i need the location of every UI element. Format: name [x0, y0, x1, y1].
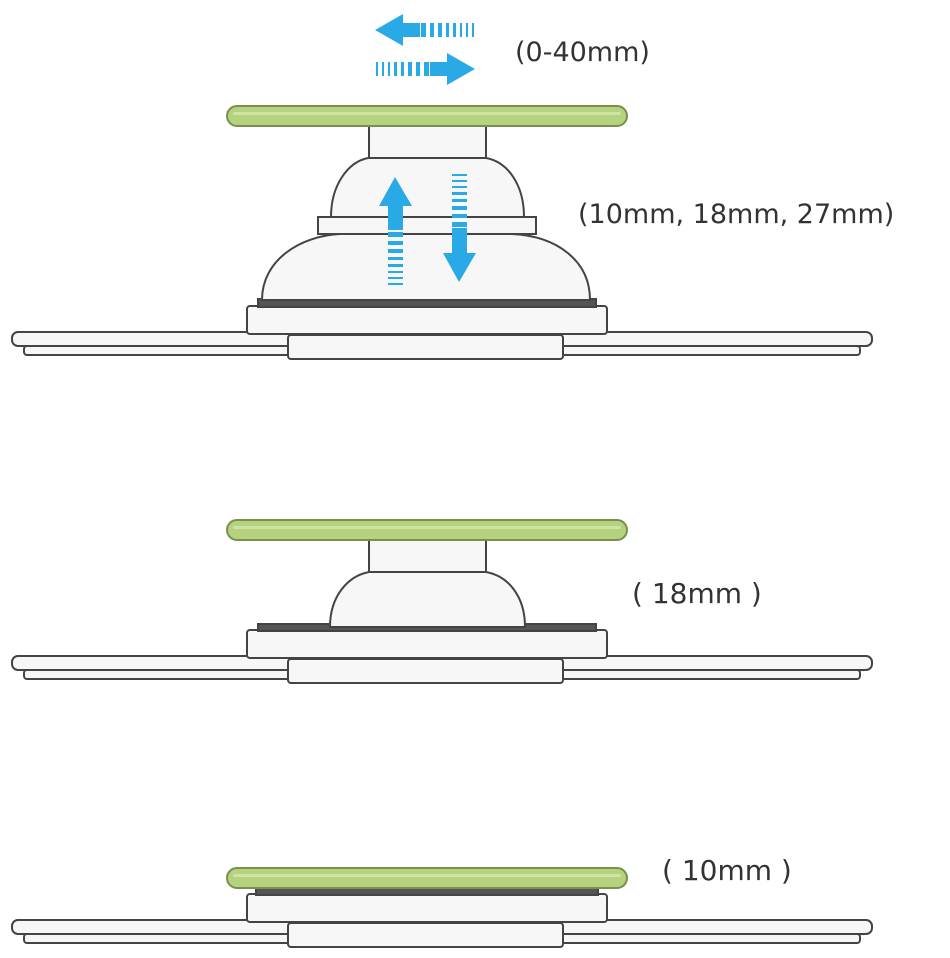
mount-config-27mm [11, 105, 873, 360]
mount-base [246, 298, 608, 335]
base-rail [11, 331, 873, 360]
stem [368, 537, 487, 573]
base-rail [11, 655, 873, 684]
height-10mm-label: ( 10mm ) [662, 854, 792, 887]
slide-range-label: (0-40mm) [515, 37, 650, 68]
lower-dome [260, 233, 592, 301]
upper-dome [328, 571, 527, 628]
dome-collar [317, 216, 537, 235]
top-plate [226, 867, 628, 889]
mount-config-10mm [11, 867, 873, 948]
top-plate [226, 519, 628, 541]
base-rail [11, 919, 873, 948]
height-options-label: (10mm, 18mm, 27mm) [578, 199, 894, 230]
upper-dome [329, 157, 526, 218]
top-plate [226, 105, 628, 127]
mount-config-18mm [11, 519, 873, 684]
mount-base [246, 623, 608, 659]
left-right-arrows-icon [375, 14, 475, 85]
mount-base [246, 885, 608, 923]
stem [368, 123, 487, 159]
up-down-arrows-icon [379, 174, 476, 285]
height-18mm-label: ( 18mm ) [632, 577, 762, 610]
